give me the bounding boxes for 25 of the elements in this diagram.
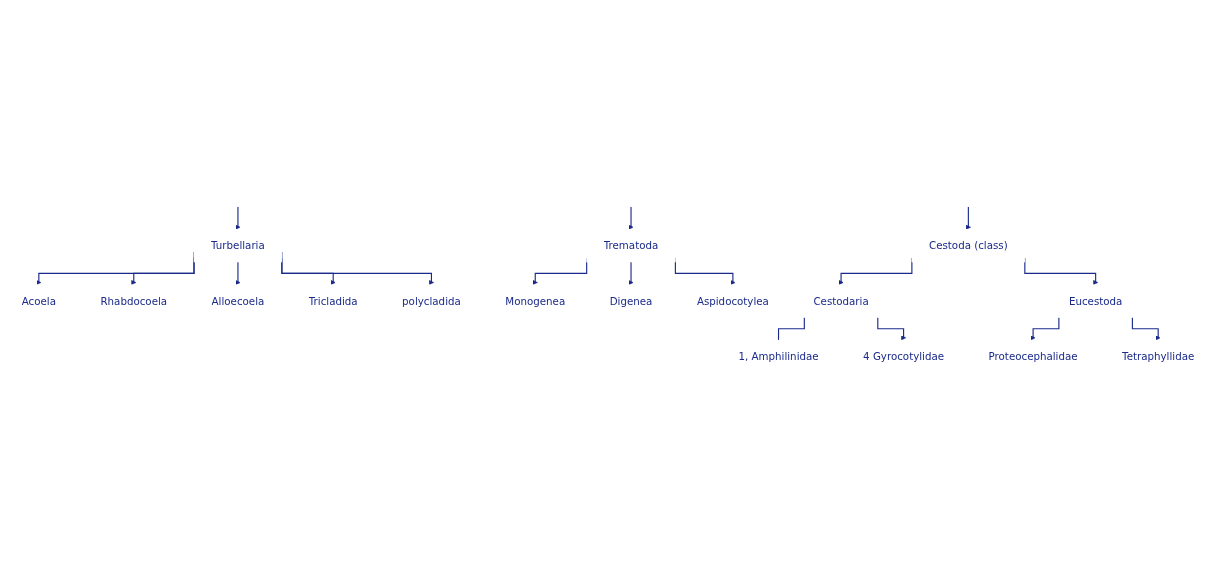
node-text: polycladida [402,295,461,308]
node-text: Cestoda (class) [929,240,1008,253]
node-text: Alloecoela [211,295,265,308]
node-text: Cestodaria [813,295,869,308]
arrow [1030,317,1060,341]
node-text: Tricladida [308,295,358,308]
node-text: 4 Gyrocotylidae [863,350,945,363]
arrow [235,206,241,231]
node-text: Monogenea [505,295,566,308]
arrow [628,206,634,231]
node-text: Aspidocotylea [696,295,769,308]
node-text: Proteocephalidae [988,350,1078,363]
node-text: Tetraphyllidae [1122,350,1195,363]
connector [777,317,805,342]
arrow [1131,317,1161,341]
arrow [877,317,907,341]
node-text: Rhabdocoela [100,295,168,308]
node-text: 1, Amphilinidae [738,350,819,363]
arrow [235,261,241,286]
node-text: Digenea [609,295,653,308]
node-text: Acoela [21,295,56,308]
arrow [628,261,634,286]
arrow [965,206,971,231]
node-text: Trematoda [603,240,659,253]
node-text: Eucestoda [1068,295,1123,308]
